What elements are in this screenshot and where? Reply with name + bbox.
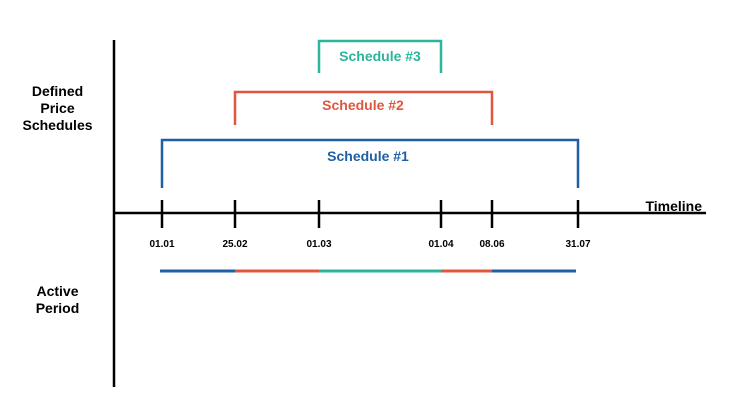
schedule-3-bracket (317, 39, 443, 73)
schedule-2-bracket (233, 90, 494, 125)
schedule-2-label: Schedule #2 (322, 97, 404, 113)
timeline-ticks (160, 200, 580, 228)
schedule-3-label: Schedule #3 (339, 48, 421, 64)
date-label: 31.07 (565, 239, 591, 250)
date-label: 08.06 (479, 239, 505, 250)
defined-price-schedules-label: Defined Price Schedules (22, 83, 93, 133)
date-label: 01.04 (428, 239, 454, 250)
date-label: 01.03 (306, 239, 332, 250)
schedule-1-label: Schedule #1 (327, 148, 409, 164)
timeline-label: Timeline (645, 198, 702, 214)
date-label: 25.02 (222, 239, 248, 250)
active-period-label: Active Period (35, 283, 80, 316)
schedule-1-bracket (160, 138, 580, 188)
date-label: 01.01 (149, 239, 175, 250)
